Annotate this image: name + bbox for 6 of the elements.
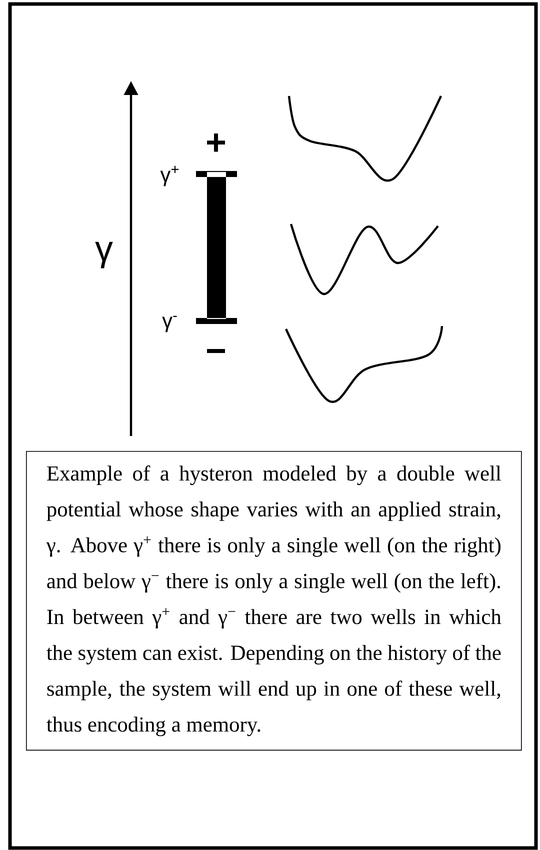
axis-label: γ$^{+}$ <box>160 166 179 186</box>
sign: + <box>207 134 225 152</box>
sign: − <box>207 349 225 353</box>
axis-label: γ$^{-}$ <box>162 316 177 332</box>
axis-label: γ <box>95 242 113 268</box>
caption-box: Example of a hysteron modeled by a double well potential whose shape varies with an applied strain, γ. Above γ$^{+}$ there is only a single well (on the right) and below γ$^{−}$ there is only a single well (on the left). In between γ$^{+}$ and γ$^{−}$ there are two wells in which the system can exist. Depending on the history of the sample, the system will end up in one of these well, thus encoding a memory. <box>26 451 522 751</box>
